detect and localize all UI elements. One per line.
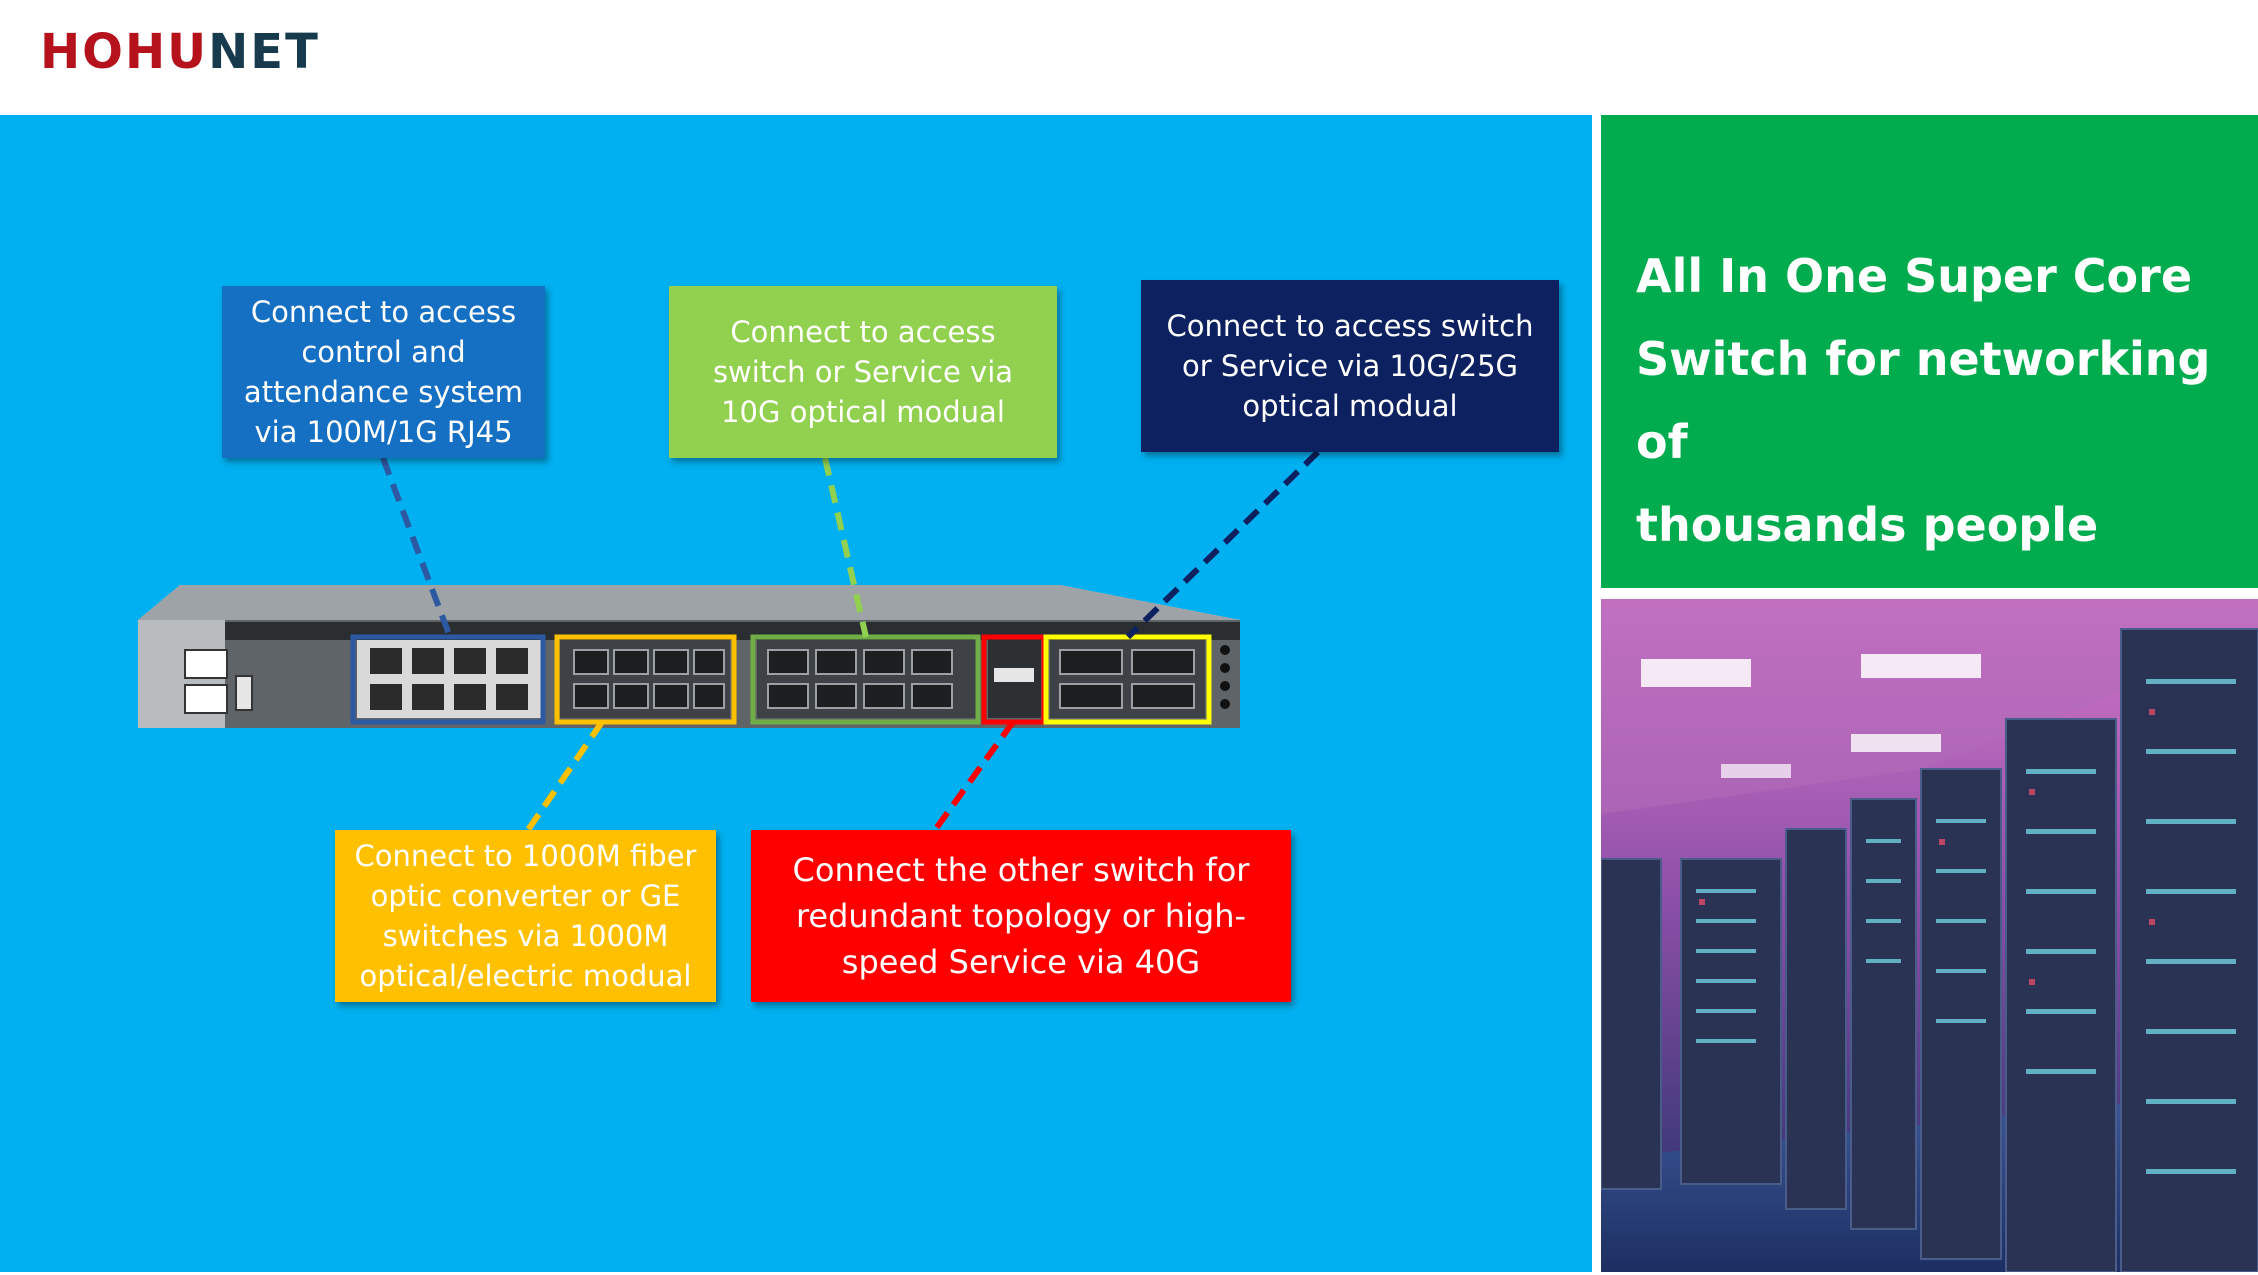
headline-panel: All In One Super Core Switch for network… [1601, 115, 2258, 588]
headline-line-3: thousands people [1636, 498, 2099, 552]
header: HOHUNET [0, 0, 2258, 115]
headline: All In One Super Core Switch for network… [1636, 235, 2246, 567]
datacenter-photo [1601, 599, 2258, 1272]
callout-rj45: Connect to access control and attendance… [222, 286, 545, 458]
callout-sfp-1000m: Connect to 1000M fiber optic converter o… [335, 830, 716, 1002]
callout-sfp-25g: Connect to access switch or Service via … [1141, 280, 1559, 452]
callout-qsfp-40g: Connect the other switch for redundant t… [751, 830, 1291, 1002]
logo-part-red: HOHU [40, 24, 209, 80]
headline-line-2: Switch for networking of [1636, 332, 2211, 469]
callout-sfp-10g: Connect to access switch or Service via … [669, 286, 1057, 458]
logo-part-dark: NET [208, 24, 320, 80]
hohunet-logo: HOHUNET [40, 22, 320, 82]
headline-line-1: All In One Super Core [1636, 249, 2193, 303]
